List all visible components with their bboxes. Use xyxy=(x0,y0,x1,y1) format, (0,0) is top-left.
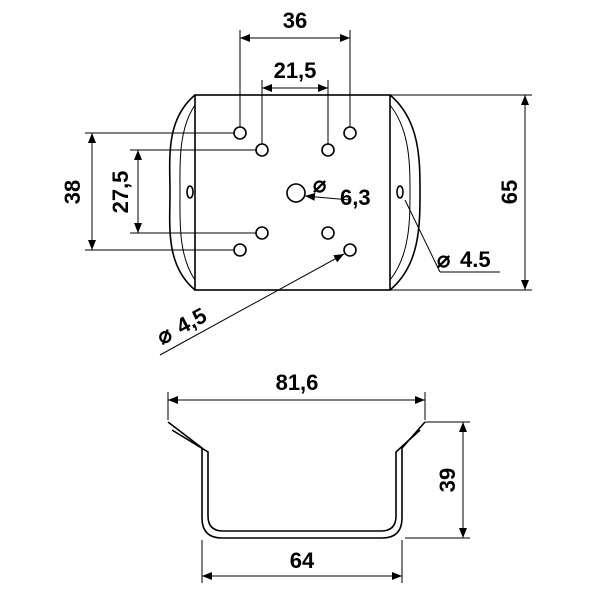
dim-center-hole: 6,3 xyxy=(340,185,371,210)
dim-27-5: 27,5 xyxy=(108,171,133,214)
top-view-plate xyxy=(168,94,421,291)
dim-64: 64 xyxy=(290,548,315,573)
diameter-symbol-side: ⌀ xyxy=(437,247,451,272)
dim-36: 36 xyxy=(283,8,307,33)
dim-21-5: 21,5 xyxy=(274,58,317,83)
dim-81-6: 81,6 xyxy=(276,370,319,395)
dim-65: 65 xyxy=(497,180,522,204)
dim-side-hole: 4.5 xyxy=(460,247,491,272)
dim-39: 39 xyxy=(435,468,460,492)
top-view-dimension-lines xyxy=(85,30,532,356)
side-view-dimension-lines xyxy=(167,392,470,583)
dim-mount-hole: 4,5 xyxy=(172,303,211,339)
mounting-holes xyxy=(233,126,357,257)
side-view-channel xyxy=(167,421,426,539)
diameter-symbol-mount: ⌀ xyxy=(153,321,177,350)
diameter-symbol-center: ⌀ xyxy=(313,172,327,197)
dim-38: 38 xyxy=(60,180,85,204)
